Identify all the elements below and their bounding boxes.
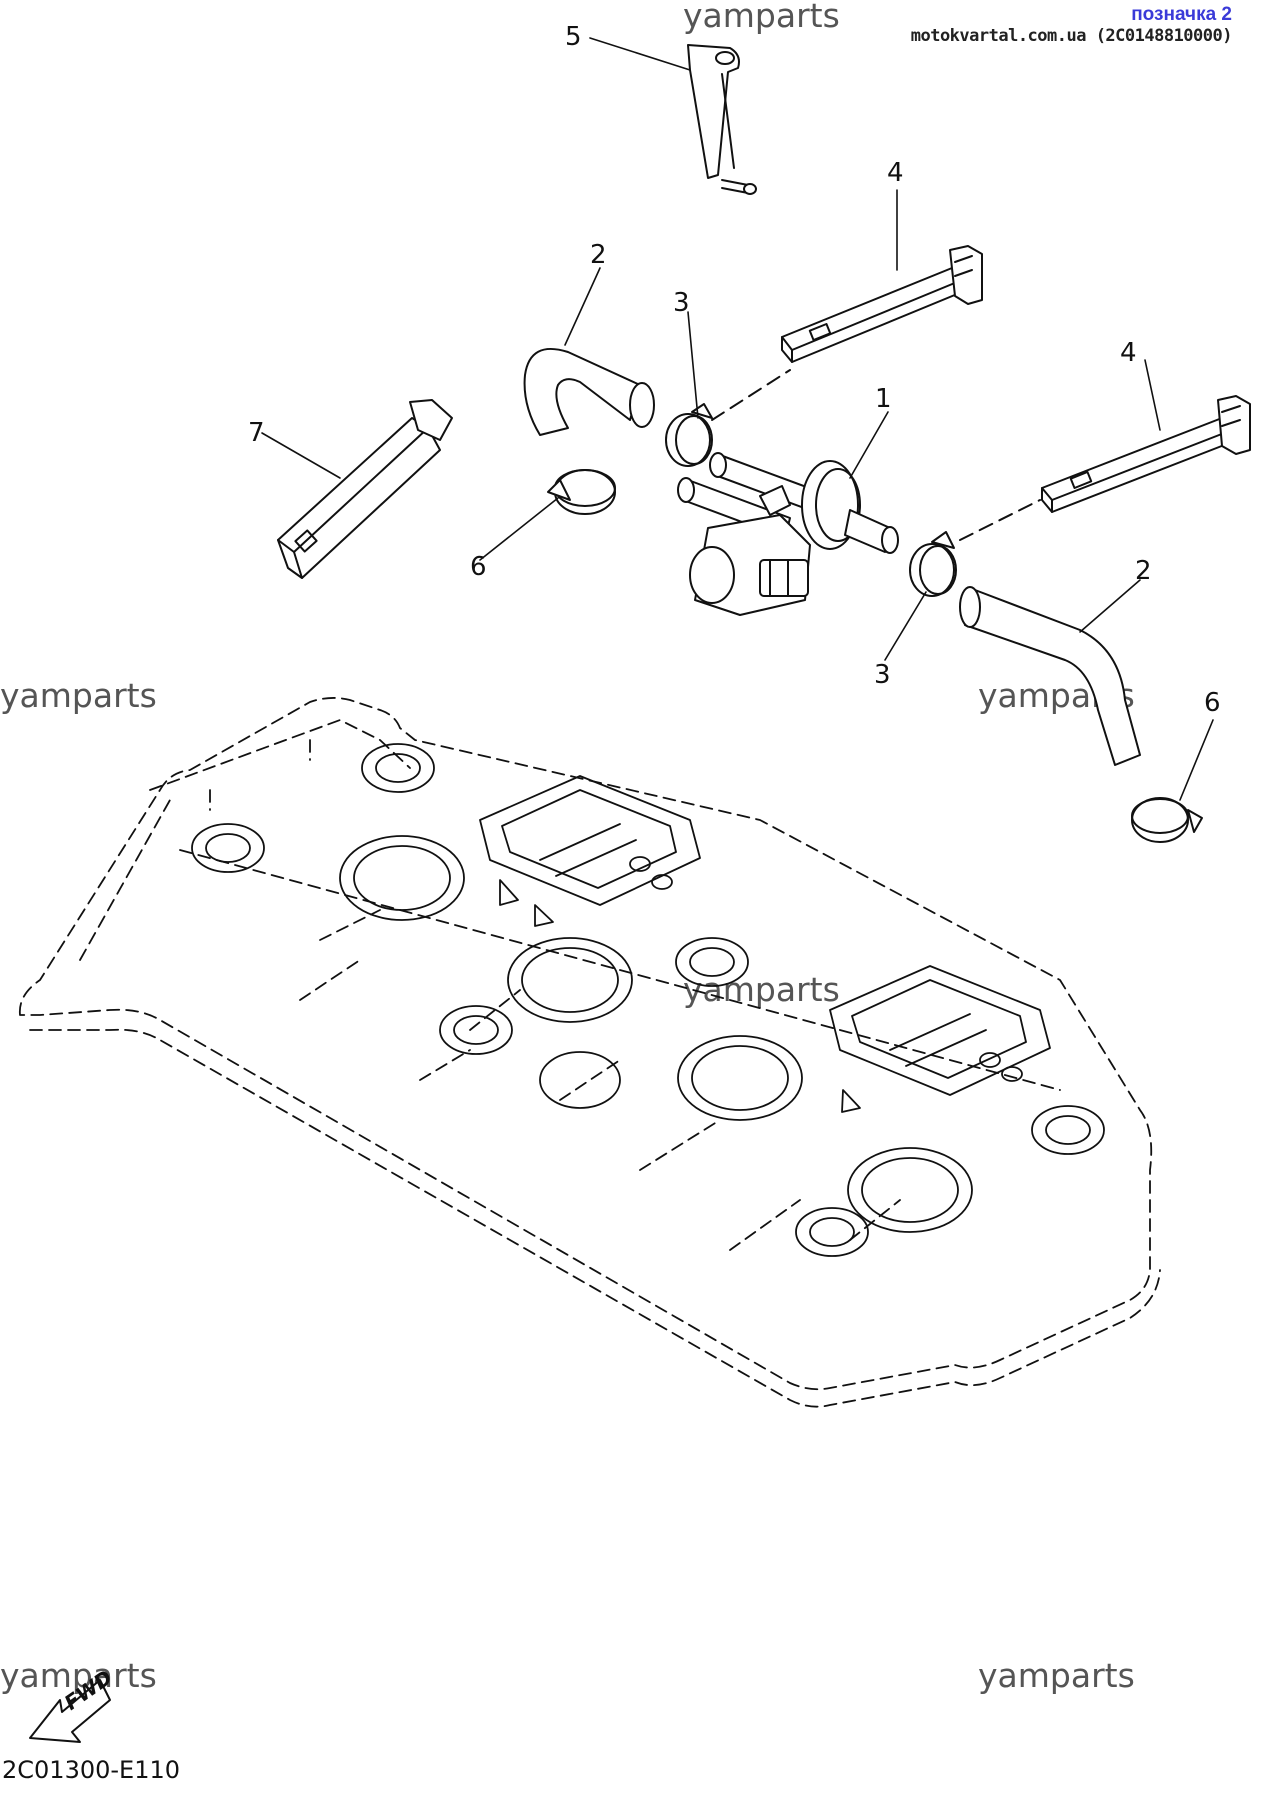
hose-part-2-upper <box>523 347 655 436</box>
assembly-dash-lines <box>711 369 1041 541</box>
hose-part-2-lower <box>959 586 1141 766</box>
callout-3-lower: 3 <box>874 660 891 690</box>
callout-2-upper: 2 <box>590 240 607 270</box>
callout-4-lower: 4 <box>1120 338 1137 368</box>
reed-housings <box>479 775 1051 1113</box>
clamp-part-6-upper <box>547 469 616 515</box>
callout-2-lower: 2 <box>1135 556 1152 586</box>
cylinder-head-cover <box>18 697 1161 1408</box>
watermark: yamparts <box>978 1656 1135 1695</box>
source-label: motokvartal.com.ua (2C0148810000) <box>910 26 1233 46</box>
clamp-part-3-lower <box>909 531 957 597</box>
bracket-part-5 <box>687 44 757 195</box>
page-header: позначка 2 motokvartal.com.ua (2C0148810… <box>910 4 1233 46</box>
bracket-part-7 <box>277 399 453 579</box>
bracket-part-4-lower <box>1041 395 1251 513</box>
callout-6-lower: 6 <box>1204 688 1221 718</box>
valve-part-1 <box>677 452 899 616</box>
leader-lines <box>261 37 1214 801</box>
callout-1: 1 <box>875 384 892 414</box>
watermark: yamparts <box>0 676 157 715</box>
watermark: yamparts <box>683 0 840 35</box>
bracket-part-4-upper <box>781 245 983 363</box>
callout-4-upper: 4 <box>887 158 904 188</box>
diagram-code: 2C01300-E110 <box>2 1756 181 1784</box>
callout-3-upper: 3 <box>673 288 690 318</box>
callout-6-upper: 6 <box>470 552 487 582</box>
watermark: yamparts <box>0 1656 157 1695</box>
cover-holes <box>191 743 1105 1257</box>
callout-5: 5 <box>565 22 582 52</box>
clamp-part-3-upper <box>665 403 713 467</box>
callout-7: 7 <box>248 418 265 448</box>
bookmark-label: позначка 2 <box>1131 4 1232 25</box>
clamp-part-6-lower <box>1131 797 1203 843</box>
fwd-arrow-icon <box>29 1679 111 1743</box>
